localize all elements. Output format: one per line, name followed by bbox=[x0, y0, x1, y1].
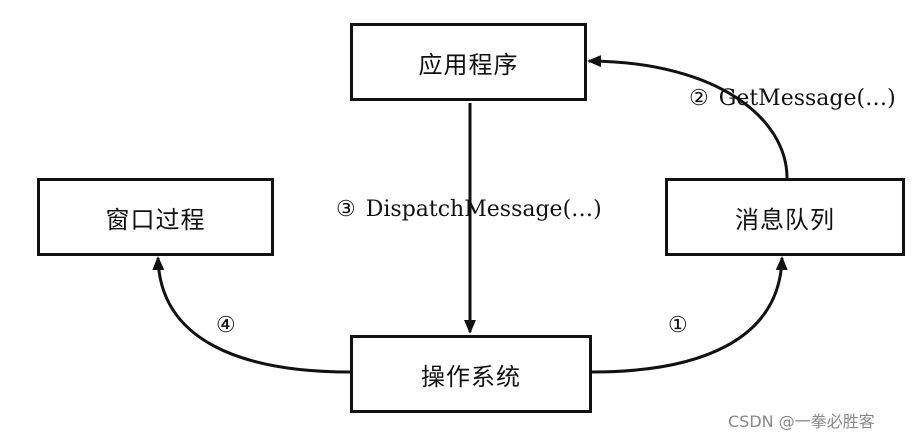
operating-system-box: 操作系统 bbox=[350, 335, 592, 413]
getmessage-arrow bbox=[587, 55, 789, 179]
getmessage-text: GetMessage(…) bbox=[718, 86, 896, 111]
step-2-number: ② bbox=[689, 86, 709, 111]
dispatch-text: DispatchMessage(…) bbox=[365, 197, 602, 222]
deliver-to-winproc-arrow bbox=[152, 256, 351, 374]
window-procedure-label: 窗口过程 bbox=[105, 205, 206, 234]
application-label: 应用程序 bbox=[418, 50, 519, 79]
message-queue-box: 消息队列 bbox=[665, 178, 905, 256]
message-queue-label: 消息队列 bbox=[735, 205, 835, 234]
step-1-number: ① bbox=[668, 313, 688, 338]
getmessage-edge-label: ② GetMessage(…) bbox=[689, 86, 896, 111]
operating-system-label: 操作系统 bbox=[421, 362, 521, 391]
window-procedure-box: 窗口过程 bbox=[37, 178, 274, 256]
application-box: 应用程序 bbox=[350, 23, 587, 101]
post-to-queue-arrow bbox=[591, 256, 788, 374]
dispatch-edge-label: ③ DispatchMessage(…) bbox=[336, 197, 602, 222]
watermark: CSDN @一拳必胜客 bbox=[728, 412, 875, 431]
step-4-label: ④ bbox=[216, 313, 236, 338]
step-3-number: ③ bbox=[336, 197, 356, 222]
step-4-number: ④ bbox=[216, 313, 236, 338]
step-1-label: ① bbox=[668, 313, 688, 338]
